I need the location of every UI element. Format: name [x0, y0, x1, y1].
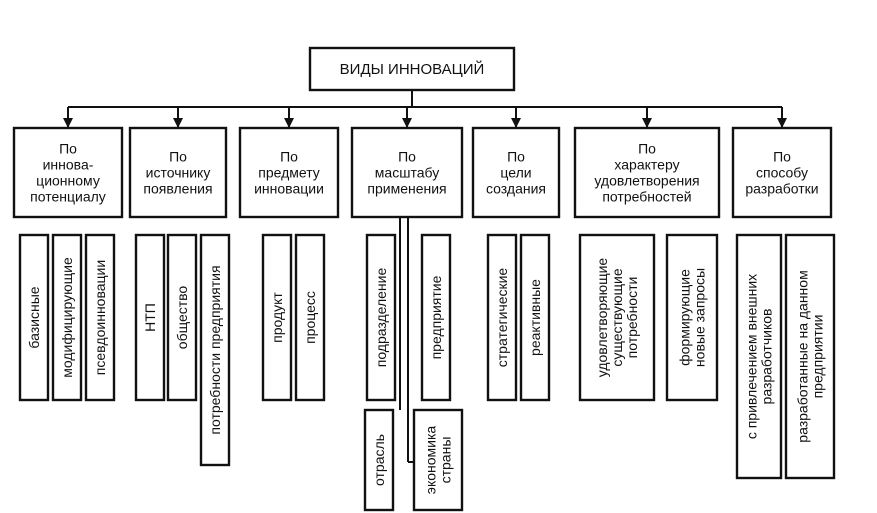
item-label-1-0: НТП — [142, 303, 158, 332]
item-box-3-3 — [412, 408, 464, 512]
item-label-6-0: с привлечением внешнихразработчиков — [744, 274, 775, 439]
svg-text:продукт: продукт — [269, 292, 285, 343]
svg-text:отрасль: отрасль — [371, 434, 387, 486]
svg-text:реактивные: реактивные — [527, 279, 543, 356]
item-label-4-0: стратегические — [494, 268, 510, 368]
item-box-3-1 — [420, 233, 452, 402]
item-label-1-2: потребности предприятия — [207, 265, 223, 434]
item-box-0-0 — [18, 233, 50, 402]
svg-text:удовлетворяющиесуществующиепот: удовлетворяющиесуществующиепотребности — [594, 258, 640, 378]
item-box-2-1 — [294, 233, 326, 402]
item-box-6-0 — [735, 233, 783, 480]
item-box-4-1 — [519, 233, 551, 402]
item-label-1-1: общество — [174, 286, 190, 350]
category-box-6 — [731, 126, 833, 219]
item-box-1-0 — [134, 233, 166, 402]
svg-text:экономикастраны: экономикастраны — [423, 426, 454, 495]
item-box-5-0 — [578, 233, 656, 402]
svg-text:формирующиеновые запросы: формирующиеновые запросы — [677, 268, 708, 367]
item-box-2-0 — [261, 233, 293, 402]
svg-text:НТП: НТП — [142, 303, 158, 332]
connector-lines — [63, 90, 787, 463]
item-label-3-2: отрасль — [371, 434, 387, 486]
svg-text:процесс: процесс — [302, 291, 318, 344]
category-box-5 — [573, 126, 721, 219]
category-box-1 — [128, 126, 228, 219]
item-label-3-1: предприятие — [428, 275, 444, 359]
svg-text:модифицирующие: модифицирующие — [59, 257, 75, 378]
item-box-3-0 — [365, 233, 397, 402]
svg-text:базисные: базисные — [26, 286, 42, 348]
svg-text:разработанные на данномпредпри: разработанные на данномпредприятии — [795, 270, 826, 442]
item-box-6-1 — [784, 233, 836, 480]
svg-text:с привлечением внешнихразработ: с привлечением внешнихразработчиков — [744, 274, 775, 439]
item-box-4-0 — [486, 233, 518, 402]
item-label-6-1: разработанные на данномпредприятии — [795, 270, 826, 442]
svg-text:стратегические: стратегические — [494, 268, 510, 368]
item-box-1-2 — [199, 233, 231, 467]
item-label-5-1: формирующиеновые запросы — [677, 268, 708, 367]
item-label-0-2: псевдоинновации — [92, 260, 108, 375]
category-box-0 — [12, 126, 124, 219]
svg-text:предприятие: предприятие — [428, 275, 444, 359]
svg-text:общество: общество — [174, 286, 190, 350]
category-box-4 — [471, 126, 561, 219]
diagram-title: ВИДЫ ИННОВАЦИЙ — [340, 60, 485, 78]
item-label-4-1: реактивные — [527, 279, 543, 356]
item-label-0-1: модифицирующие — [59, 257, 75, 378]
category-box-2 — [238, 126, 340, 219]
item-box-0-2 — [84, 233, 116, 402]
item-label-3-3: экономикастраны — [423, 426, 454, 495]
item-label-3-0: подразделение — [373, 268, 389, 368]
title-box — [308, 46, 516, 92]
svg-text:потребности предприятия: потребности предприятия — [207, 265, 223, 434]
item-box-5-1 — [665, 233, 719, 402]
item-label-2-0: продукт — [269, 292, 285, 343]
item-box-3-2 — [363, 408, 395, 512]
item-box-1-1 — [166, 233, 198, 402]
svg-text:псевдоинновации: псевдоинновации — [92, 260, 108, 375]
item-box-0-1 — [51, 233, 83, 402]
item-label-2-1: процесс — [302, 291, 318, 344]
item-label-0-0: базисные — [26, 286, 42, 348]
svg-text:подразделение: подразделение — [373, 268, 389, 368]
category-box-3 — [350, 126, 464, 219]
item-label-5-0: удовлетворяющиесуществующиепотребности — [594, 258, 640, 378]
